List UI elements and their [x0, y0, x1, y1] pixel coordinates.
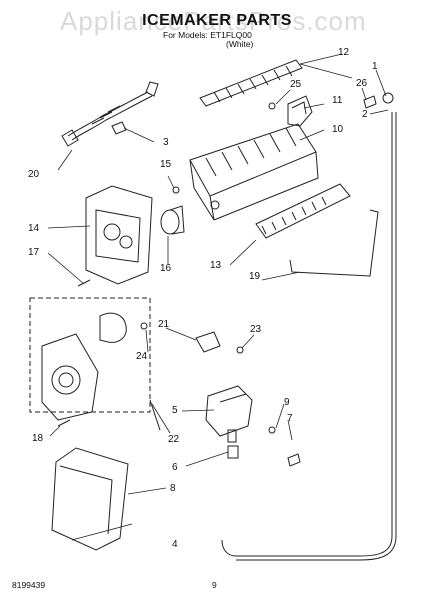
callout-26: 26: [356, 78, 368, 89]
screw-18: [57, 419, 71, 427]
model-suffix: Q00: [235, 30, 252, 40]
screw-25: [268, 102, 276, 110]
water-valve: [205, 385, 253, 443]
screw-9: [268, 426, 276, 434]
model-prefix: For Models: ET1FL: [163, 30, 236, 40]
callout-3: 3: [163, 137, 169, 148]
doc-number: 8199439: [12, 580, 46, 590]
callout-10: 10: [332, 124, 344, 135]
callout-18: 18: [32, 433, 44, 444]
fill-cup: [287, 95, 313, 127]
callout-24: 24: [136, 351, 148, 362]
callout-22: 22: [168, 434, 180, 445]
clip-7: [287, 453, 301, 467]
callout-15: 15: [160, 159, 172, 170]
water-fitting: [363, 92, 394, 109]
callout-6: 6: [172, 462, 178, 473]
screw-17: [77, 279, 91, 287]
callout-17: 17: [28, 247, 40, 258]
callout-2: 2: [362, 109, 368, 120]
callout-7: 7: [287, 413, 293, 424]
bracket: [195, 331, 221, 353]
leader-22: [149, 399, 161, 431]
callout-14: 14: [28, 223, 40, 234]
callout-21: 21: [158, 319, 170, 330]
motor: [160, 205, 185, 235]
callout-1: 1: [372, 61, 378, 72]
model-line: For Models: ET1FLQ00: [163, 30, 252, 40]
callout-19: 19: [249, 271, 261, 282]
module-dashed-box: [29, 297, 151, 413]
callout-16: 16: [160, 263, 172, 274]
callout-11: 11: [332, 95, 343, 106]
screw-23: [236, 346, 244, 354]
callout-13: 13: [210, 260, 222, 271]
page-title: ICEMAKER PARTS: [142, 12, 292, 29]
fitting-6: [227, 445, 239, 459]
icemaker-mold: [189, 123, 319, 221]
screw-24: [140, 322, 148, 330]
ice-pad: [51, 447, 129, 551]
callout-20: 20: [28, 169, 40, 180]
color-line: (White): [226, 39, 254, 49]
clip-part: [111, 121, 127, 135]
callout-12: 12: [338, 47, 350, 58]
callout-9: 9: [284, 397, 290, 408]
callout-25: 25: [290, 79, 302, 90]
fill-tube: [221, 112, 397, 561]
screw-15: [172, 186, 180, 194]
control-housing: [85, 185, 153, 285]
page-number: 9: [212, 580, 217, 590]
control-module: [41, 312, 127, 421]
wire-harness: [61, 81, 159, 147]
callout-4: 4: [172, 539, 178, 550]
callout-23: 23: [250, 324, 262, 335]
callout-8: 8: [170, 483, 176, 494]
ice-ejector: [199, 59, 303, 107]
callout-5: 5: [172, 405, 178, 416]
heater-bar: [255, 183, 351, 239]
shutoff-arm: [289, 209, 379, 277]
